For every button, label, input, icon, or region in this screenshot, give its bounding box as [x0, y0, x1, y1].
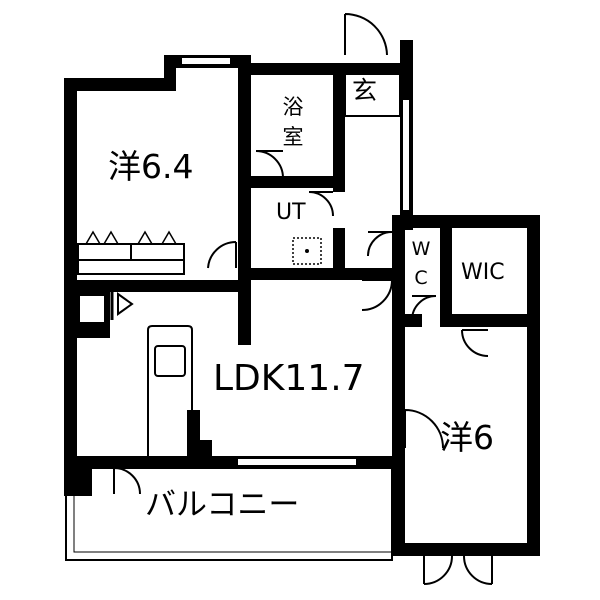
room-label-toilet-line2: C — [414, 267, 428, 289]
wall-bath-bottom — [238, 176, 345, 188]
closet-hanger-1 — [85, 230, 101, 245]
window-room1-top — [182, 58, 230, 64]
fixtures — [110, 237, 322, 320]
wall-room2-bottom — [392, 543, 540, 556]
washer-drain — [305, 249, 309, 253]
wall-wc-top — [392, 215, 540, 228]
closet-hanger-3 — [137, 230, 153, 245]
door-balcony — [113, 467, 141, 495]
room-label-western-1: 洋6.4 — [108, 147, 194, 186]
room-label-toilet: W C — [411, 235, 431, 293]
wall-room1-right — [238, 55, 251, 345]
door-wic — [461, 329, 489, 357]
wall-wc-bottom — [392, 314, 422, 327]
wall-balcony-left — [64, 456, 92, 496]
door-wc — [411, 295, 437, 321]
door-hall — [367, 231, 393, 257]
wall-wc-right — [440, 215, 452, 320]
wall-wc-left — [392, 215, 405, 555]
window-ldk — [238, 459, 356, 465]
closet-shelf — [77, 259, 185, 275]
wall-top-bath — [238, 63, 413, 75]
wall-left — [64, 78, 77, 468]
room-label-walk-in-closet: WIC — [461, 260, 505, 285]
openings — [80, 58, 409, 465]
room-label-utility: UT — [276, 200, 306, 225]
door-room1 — [207, 240, 237, 269]
room-label-toilet-line1: W — [411, 238, 431, 260]
room-label-bathroom: 浴 室 — [278, 92, 308, 152]
wall-kitchen-stub — [187, 410, 200, 468]
room-label-bathroom-line1: 浴 — [282, 95, 304, 119]
door-front — [344, 13, 388, 56]
door-ut — [308, 191, 334, 217]
room-label-entrance: 玄 — [352, 76, 378, 105]
door-ldk — [361, 279, 393, 311]
door-room2 — [404, 409, 444, 449]
kitchen-counter — [147, 325, 193, 458]
door-room2-double — [423, 555, 493, 585]
window-entrance — [403, 100, 409, 210]
wall-bath-right — [333, 63, 345, 273]
room-label-balcony: バルコニー — [145, 487, 300, 523]
room-label-western-2: 洋6 — [440, 418, 494, 457]
closet-hanger-4 — [161, 230, 177, 245]
wall-right — [527, 215, 540, 555]
room-label-ldk: LDK11.7 — [213, 358, 365, 399]
wall-room1-bottom — [64, 280, 251, 292]
storage-marker — [117, 292, 134, 316]
kitchen-sink — [154, 345, 186, 377]
balcony-inner — [73, 467, 393, 553]
door-gap-ut — [333, 192, 345, 228]
door-bath — [255, 150, 284, 179]
washer-pan — [292, 237, 322, 265]
wall-kitchen-stub2 — [200, 440, 212, 468]
room-label-bathroom-line2: 室 — [282, 125, 304, 149]
entrance-box — [344, 69, 401, 117]
wall-top-left — [64, 78, 176, 91]
balcony — [65, 467, 393, 561]
closet-hanger-2 — [103, 230, 119, 245]
doors — [113, 13, 493, 585]
wall-wic-bottom — [440, 314, 540, 327]
storage-hollow — [80, 296, 104, 322]
wall-ut-bottom — [238, 268, 403, 280]
closet — [77, 230, 185, 275]
kitchen — [147, 325, 193, 458]
